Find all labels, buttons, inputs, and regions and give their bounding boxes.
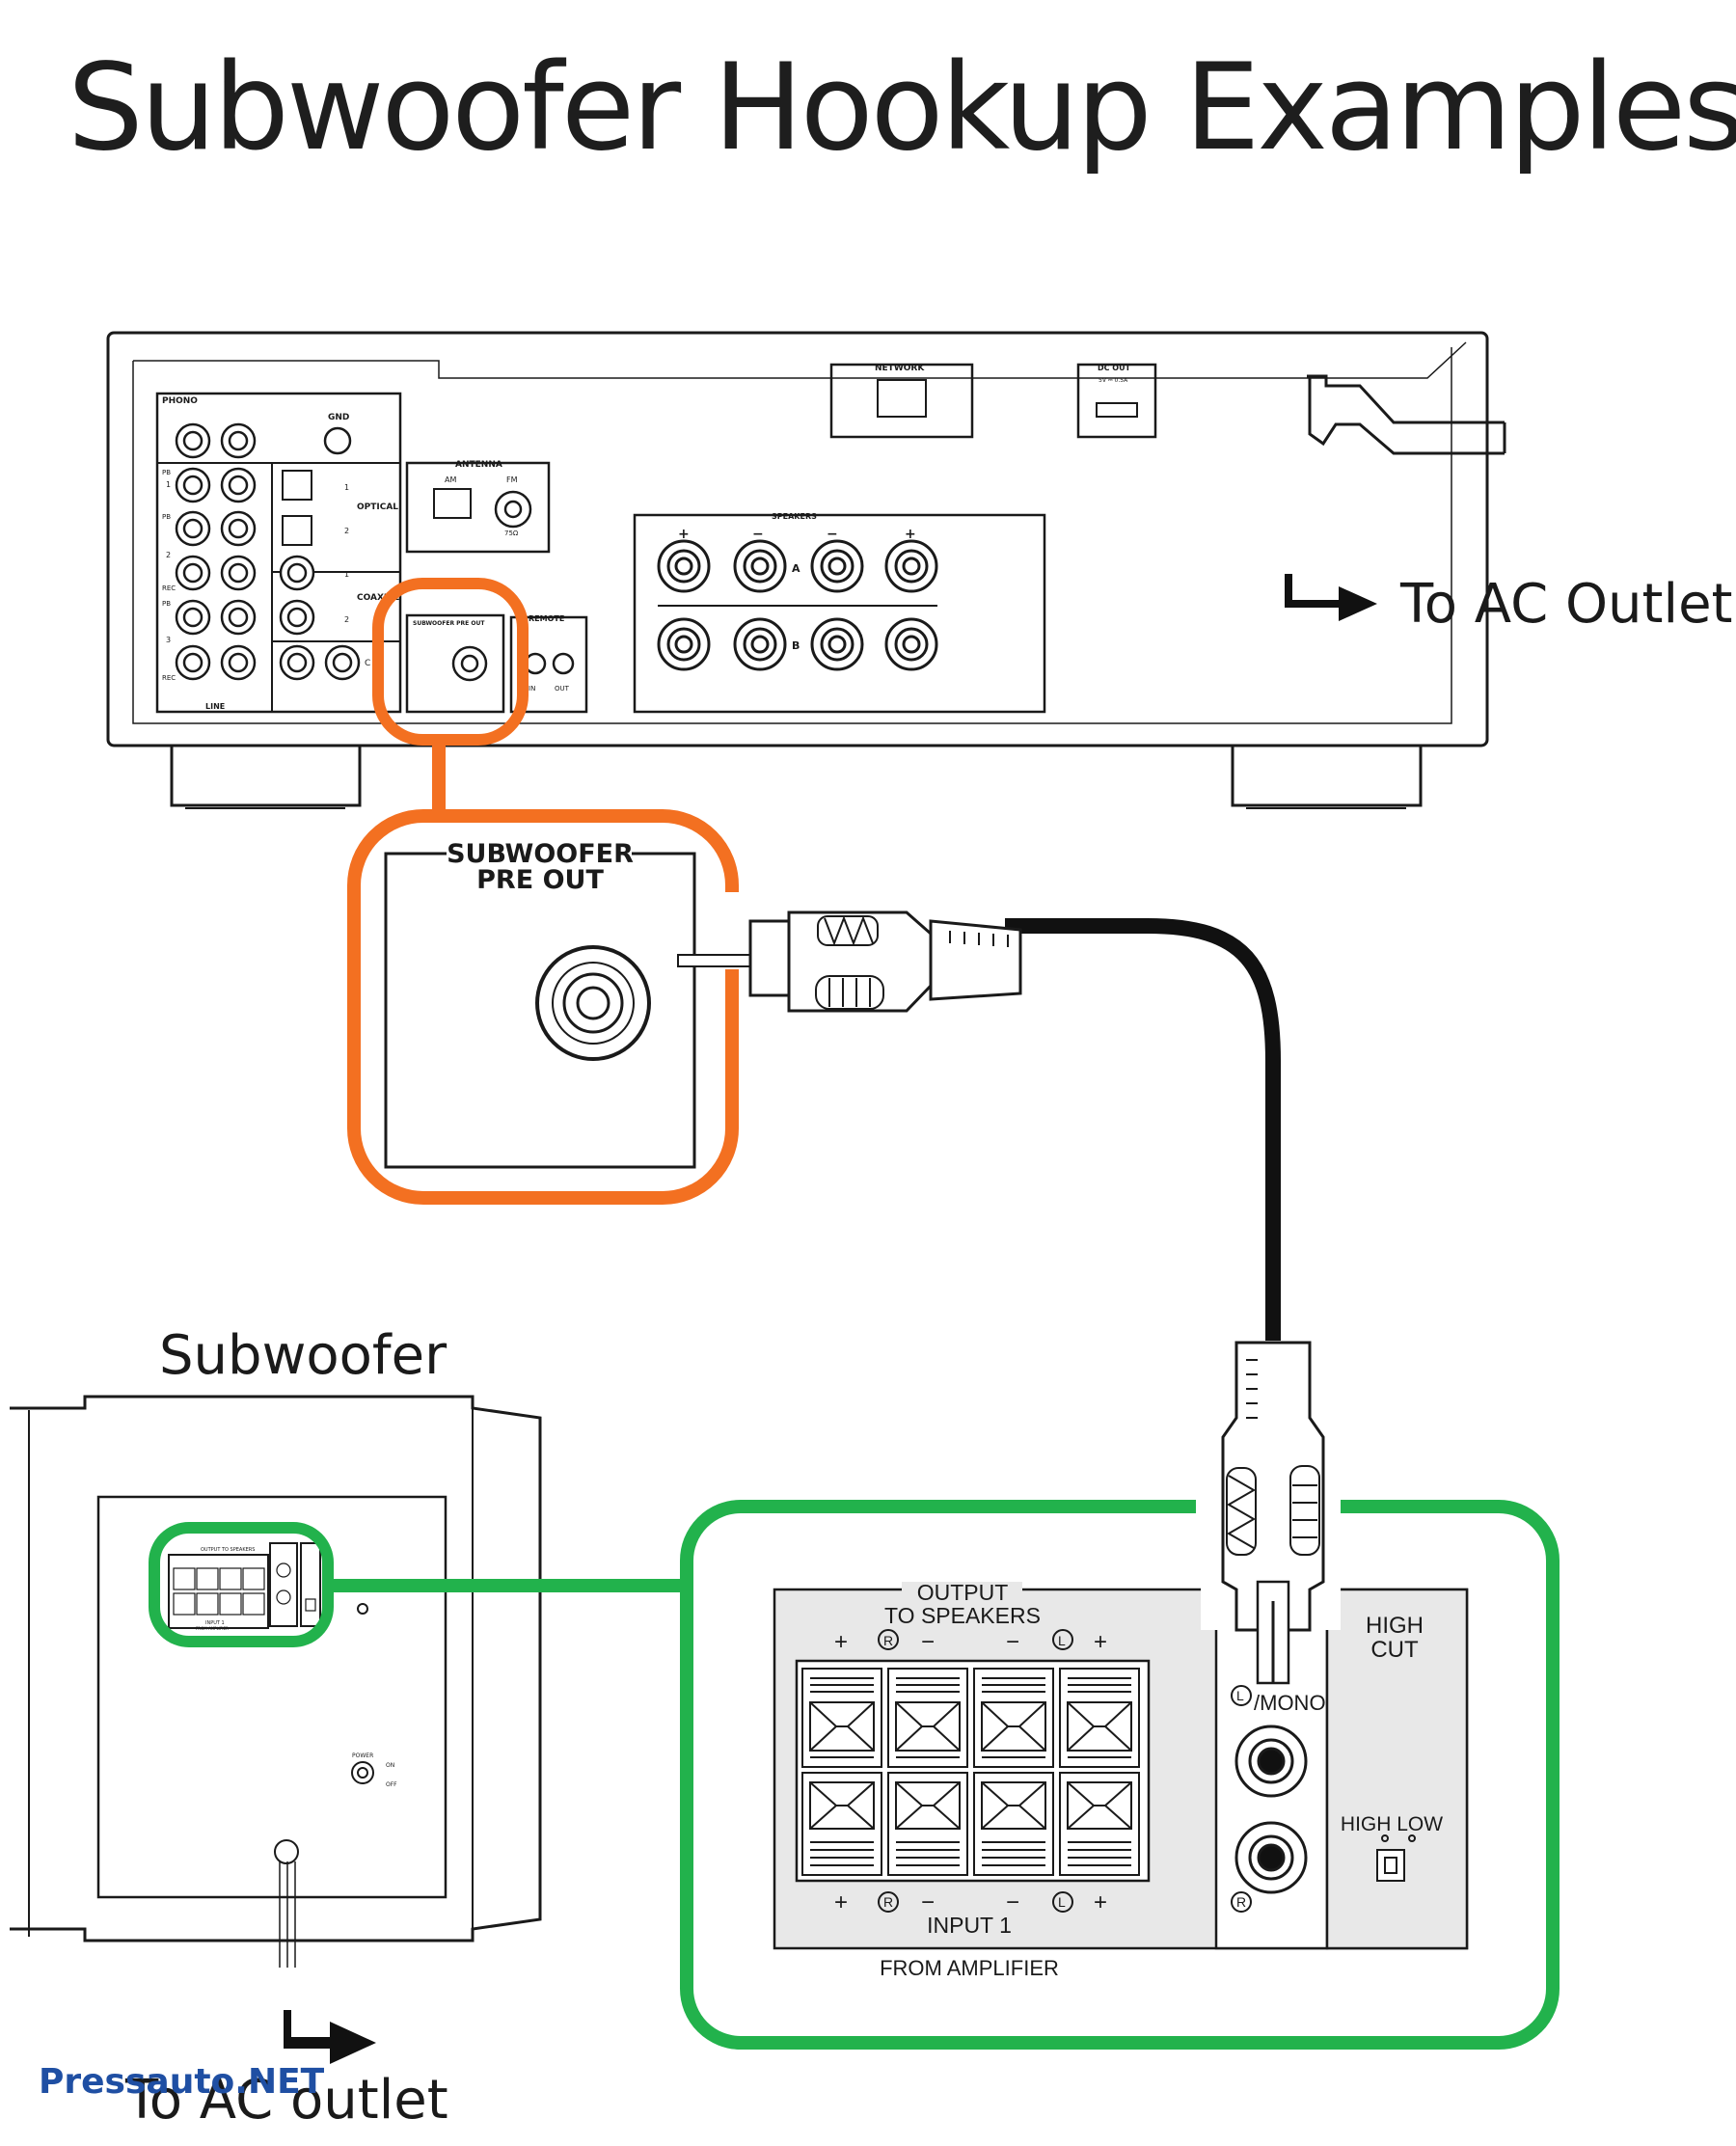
- label-pb-2: PB: [162, 513, 171, 521]
- label-antenna: ANTENNA: [455, 460, 502, 470]
- speaker-terminals: [801, 1668, 1140, 1876]
- panel-plus-r-bottom: +: [834, 1889, 848, 1915]
- rca-plug-top: [677, 892, 1281, 1341]
- panel-plus-l-bottom: +: [1094, 1889, 1107, 1915]
- receiver-labels: PHONO GND PB 1 PB 2 REC PB 3 REC LINE OP…: [162, 364, 1131, 711]
- panel-output-line2: TO SPEAKERS: [884, 1603, 1041, 1628]
- panel-r-input: R: [1236, 1894, 1246, 1910]
- label-remote-out: OUT: [555, 685, 570, 693]
- label-opt-1: 1: [344, 483, 349, 492]
- zoom-label-pre-out: PRE OUT: [476, 865, 604, 895]
- page-title: Subwoofer Hookup Examples: [68, 39, 1736, 177]
- label-line: LINE: [205, 702, 225, 711]
- to-ac-outlet-top-label: To AC Outlet: [1399, 573, 1732, 636]
- subwoofer-cabinet: OUTPUT TO SPEAKERS INPUT 1 FROM AMPLIFIE…: [10, 1395, 542, 1968]
- panel-input-1: INPUT 1: [927, 1913, 1012, 1938]
- to-ac-outlet-bottom-label: To AC outlet: [124, 2069, 448, 2132]
- sub-small-off: OFF: [386, 1781, 397, 1788]
- label-speakers: SPEAKERS: [772, 512, 817, 521]
- panel-l-top: L: [1058, 1633, 1066, 1648]
- panel-minus-r-bottom: −: [921, 1889, 935, 1915]
- label-opt-2: 2: [344, 527, 349, 535]
- panel-plus-r-top: +: [834, 1629, 848, 1655]
- label-remote: REMOTE: [529, 614, 564, 623]
- sub-small-power: POWER: [352, 1752, 373, 1759]
- panel-minus-l-bottom: −: [1006, 1889, 1019, 1915]
- sub-small-output: OUTPUT TO SPEAKERS: [201, 1547, 255, 1553]
- label-remote-in: IN: [529, 685, 535, 693]
- arrow-top-icon: [1285, 574, 1377, 621]
- to-ac-outlet-bottom: To AC outlet: [124, 2010, 448, 2132]
- label-spk-b: B: [792, 639, 800, 652]
- label-fm: FM: [506, 475, 518, 484]
- rca-plug-bottom: [1196, 1341, 1341, 1685]
- panel-output-line1: OUTPUT: [917, 1580, 1009, 1605]
- zoom-label-subwoofer: SUBWOOFER: [447, 839, 634, 869]
- label-gnd: GND: [328, 413, 349, 422]
- panel-minus-l-top: −: [1006, 1629, 1019, 1655]
- sub-small-on: ON: [386, 1762, 394, 1769]
- sub-small-input: INPUT 1: [205, 1620, 225, 1626]
- label-num-1: 1: [166, 480, 171, 489]
- label-spk-minus-l: −: [827, 527, 838, 542]
- label-dc-out: DC OUT: [1098, 364, 1131, 372]
- panel-minus-r-top: −: [921, 1629, 935, 1655]
- label-spk-minus-r: −: [752, 527, 764, 542]
- panel-r-bottom: R: [883, 1894, 893, 1910]
- watermark: Pressauto.NET: [39, 2062, 325, 2102]
- label-optical: OPTICAL: [357, 503, 398, 512]
- panel-high-cut-line1: HIGH: [1366, 1613, 1424, 1639]
- sub-pre-out-zoom: SUBWOOFER PRE OUT: [347, 578, 739, 1205]
- label-sub-pre-out-small: SUBWOOFER PRE OUT: [413, 620, 485, 627]
- label-75ohm: 75Ω: [504, 530, 519, 537]
- label-pb-1: PB: [162, 469, 171, 476]
- panel-plus-l-top: +: [1094, 1629, 1107, 1655]
- sub-small-from: FROM AMPLIFIER: [196, 1626, 229, 1631]
- label-coaxial: COAXIAL: [357, 593, 399, 603]
- label-network: NETWORK: [875, 364, 925, 373]
- sub-input-panel: OUTPUT TO SPEAKERS + R − − L + + R − − L…: [773, 1562, 1469, 1980]
- label-dc-spec: 5V ⎓ 0.5A: [1099, 377, 1128, 384]
- arrow-bottom-icon: [284, 2010, 376, 2064]
- panel-r-top: R: [883, 1633, 893, 1648]
- label-spk-a: A: [792, 562, 800, 575]
- label-num-3: 3: [166, 636, 171, 644]
- panel-l-mono: L: [1236, 1688, 1244, 1703]
- panel-l-bottom: L: [1058, 1894, 1066, 1910]
- label-pb-3: PB: [162, 600, 171, 608]
- panel-mono: /MONO: [1254, 1691, 1326, 1715]
- label-spk-plus-r: +: [678, 527, 690, 542]
- label-spk-plus-l: +: [905, 527, 916, 542]
- subwoofer-label: Subwoofer: [159, 1324, 448, 1387]
- label-coax-2: 2: [344, 615, 349, 624]
- label-rec-1: REC: [162, 584, 176, 592]
- label-num-2: 2: [166, 551, 171, 559]
- receiver-rear-panel: [106, 331, 1506, 809]
- label-phono: PHONO: [162, 396, 198, 406]
- label-coax-1: 1: [344, 570, 349, 579]
- to-ac-outlet-top: To AC Outlet: [1285, 573, 1732, 636]
- panel-from-amplifier: FROM AMPLIFIER: [880, 1956, 1059, 1980]
- label-am: AM: [445, 475, 456, 484]
- receiver-jacks: [175, 422, 938, 682]
- panel-high-low: HIGH LOW: [1341, 1813, 1443, 1835]
- label-c-trunc: C: [365, 659, 370, 668]
- label-rec-2: REC: [162, 674, 176, 682]
- panel-high-cut-line2: CUT: [1370, 1637, 1419, 1663]
